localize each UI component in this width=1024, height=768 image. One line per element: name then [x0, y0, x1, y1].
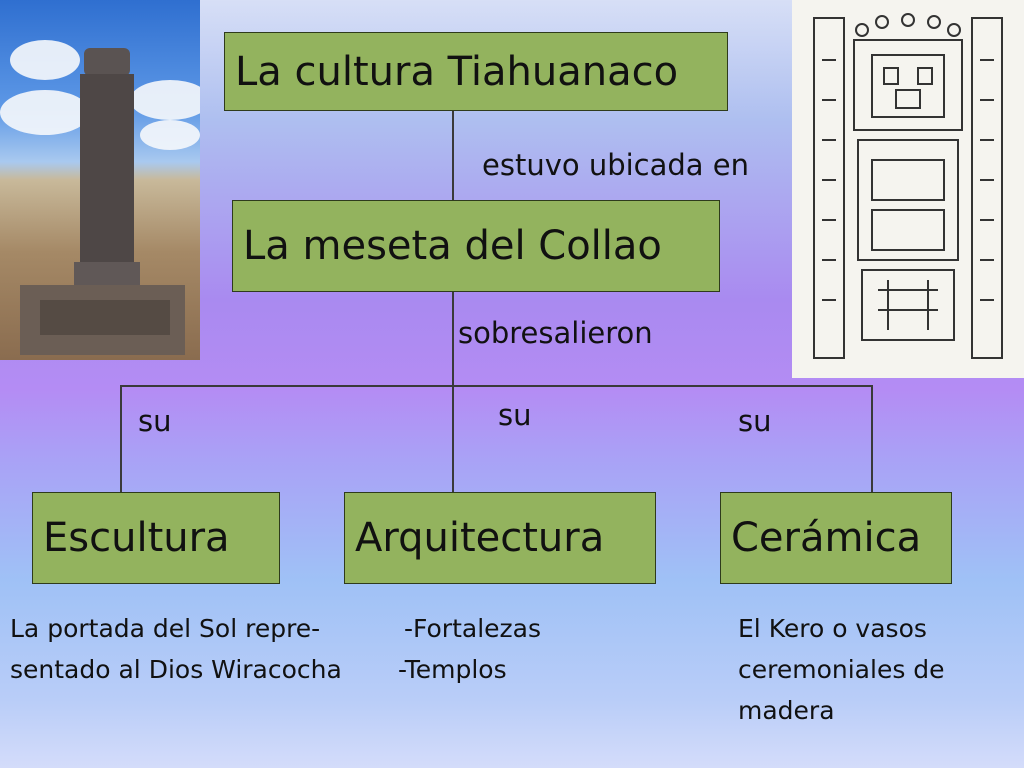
- meseta-box: La meseta del Collao: [232, 200, 720, 292]
- branch-label-arquitectura: su: [498, 398, 532, 432]
- branch-label-ceramica: su: [738, 404, 772, 438]
- relief-drawing: [792, 0, 1024, 378]
- connector-left-down: [120, 385, 122, 492]
- description-escultura: La portada del Sol repre- sentado al Dio…: [10, 608, 342, 690]
- description-arquitectura-line-2: -Templos: [398, 655, 507, 684]
- connector-title-to-meseta: [452, 110, 454, 200]
- branch-label-escultura: su: [138, 404, 172, 438]
- connector-meseta-down: [452, 292, 454, 492]
- description-ceramica-line-3: madera: [738, 696, 835, 725]
- category-box-escultura: Escultura: [32, 492, 280, 584]
- connector-right-down: [871, 385, 873, 492]
- category-box-ceramica: Cerámica: [720, 492, 952, 584]
- title-text: La cultura Tiahuanaco: [235, 48, 679, 95]
- link-label-located: estuvo ubicada en: [482, 148, 750, 182]
- title-box: La cultura Tiahuanaco: [224, 32, 728, 111]
- link-label-stood-out: sobresalieron: [458, 316, 653, 350]
- description-escultura-line-1: La portada del Sol repre-: [10, 614, 321, 643]
- description-escultura-line-2: sentado al Dios Wiracocha: [10, 655, 342, 684]
- description-ceramica: El Kero o vasos ceremoniales de madera: [738, 608, 945, 731]
- category-box-arquitectura: Arquitectura: [344, 492, 656, 584]
- category-arquitectura-text: Arquitectura: [355, 515, 605, 561]
- description-arquitectura-line-1: -Fortalezas: [404, 614, 541, 643]
- description-arquitectura: -Fortalezas -Templos: [398, 608, 541, 690]
- description-ceramica-line-1: El Kero o vasos: [738, 614, 927, 643]
- meseta-text: La meseta del Collao: [243, 223, 662, 269]
- category-ceramica-text: Cerámica: [731, 515, 922, 561]
- category-escultura-text: Escultura: [43, 515, 230, 561]
- connector-horizontal: [120, 385, 872, 387]
- description-ceramica-line-2: ceremoniales de: [738, 655, 945, 684]
- monolith-photo: [0, 0, 200, 360]
